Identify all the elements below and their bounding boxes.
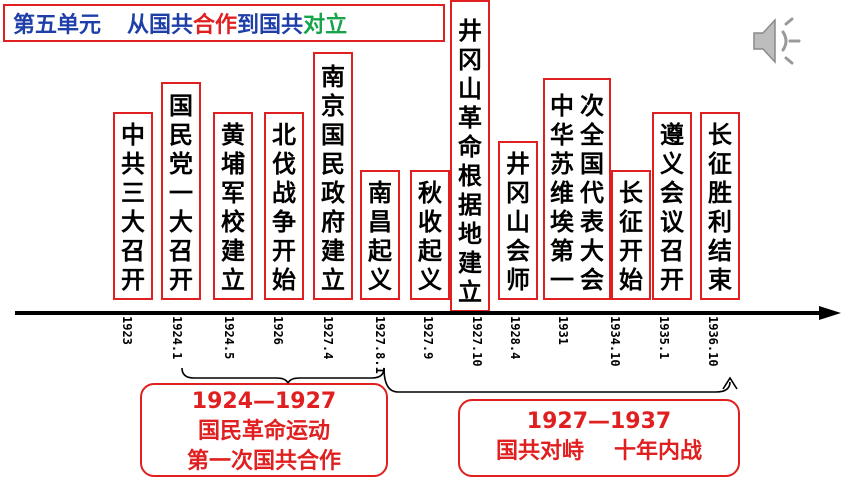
event-date-e12: 1935.1 bbox=[657, 316, 671, 360]
event-date-e2: 1924.1 bbox=[170, 316, 184, 360]
event-e4: 北伐战争开始 bbox=[264, 112, 304, 300]
event-date-e8: 1927.10 bbox=[470, 316, 484, 367]
event-date-e10: 1931 bbox=[556, 316, 570, 345]
event-date-e11: 1934.10 bbox=[608, 316, 622, 367]
event-date-e1: 1923 bbox=[120, 316, 134, 345]
event-e8: 井冈山革命根据地建立 bbox=[450, 0, 490, 312]
event-date-e4: 1926 bbox=[271, 316, 285, 345]
speaker-icon[interactable] bbox=[752, 10, 804, 72]
event-e1: 中共三大召开 bbox=[113, 112, 153, 300]
period-line1: 国共对峙十年内战 bbox=[495, 439, 703, 464]
period-line1: 国民革命运动 bbox=[197, 419, 330, 444]
event-label-column: 中华苏维埃第一 bbox=[550, 92, 574, 294]
period-first-cooperation: 1924—1927 国民革命运动 第一次国共合作 bbox=[140, 383, 388, 477]
period-civil-war: 1927—1937 国共对峙十年内战 bbox=[458, 399, 740, 477]
event-e9: 井冈山会师 bbox=[498, 141, 538, 300]
event-date-e3: 1924.5 bbox=[222, 316, 236, 360]
event-e7: 秋收起义 bbox=[410, 170, 450, 300]
unit-title-number: 第五单元 bbox=[13, 13, 102, 38]
event-e11: 长征开始 bbox=[611, 170, 651, 300]
period-line2: 第一次国共合作 bbox=[186, 449, 341, 474]
event-date-e6: 1927.8.1 bbox=[373, 316, 387, 374]
event-e10: 中华苏维埃第一次全国代表大会 bbox=[543, 78, 611, 300]
event-date-e9: 1928.4 bbox=[508, 316, 522, 360]
unit-title-to: 到国共 bbox=[237, 13, 304, 38]
event-label-column: 次全国代表大会 bbox=[580, 92, 604, 294]
timeline-axis bbox=[15, 306, 841, 320]
event-e2: 国民党一大召开 bbox=[161, 82, 201, 300]
event-date-e5: 1927.4 bbox=[321, 316, 335, 360]
unit-title-cooperation: 合作 bbox=[193, 13, 238, 38]
period-range: 1927—1937 bbox=[526, 409, 672, 434]
event-e5: 南京国民政府建立 bbox=[313, 52, 353, 300]
unit-title-confrontation: 对立 bbox=[303, 13, 348, 38]
event-e13: 长征胜利结束 bbox=[700, 112, 740, 300]
unit-title: 第五单元 从国共合作到国共对立 bbox=[3, 4, 445, 42]
event-e12: 遵义会议召开 bbox=[652, 112, 692, 300]
event-e3: 黄埔军校建立 bbox=[213, 112, 253, 300]
event-date-e13: 1936.10 bbox=[706, 316, 720, 367]
event-date-e7: 1927.9 bbox=[421, 316, 435, 360]
unit-title-from: 从国共 bbox=[127, 13, 194, 38]
period-range: 1924—1927 bbox=[191, 389, 337, 414]
event-e6: 南昌起义 bbox=[360, 170, 400, 300]
